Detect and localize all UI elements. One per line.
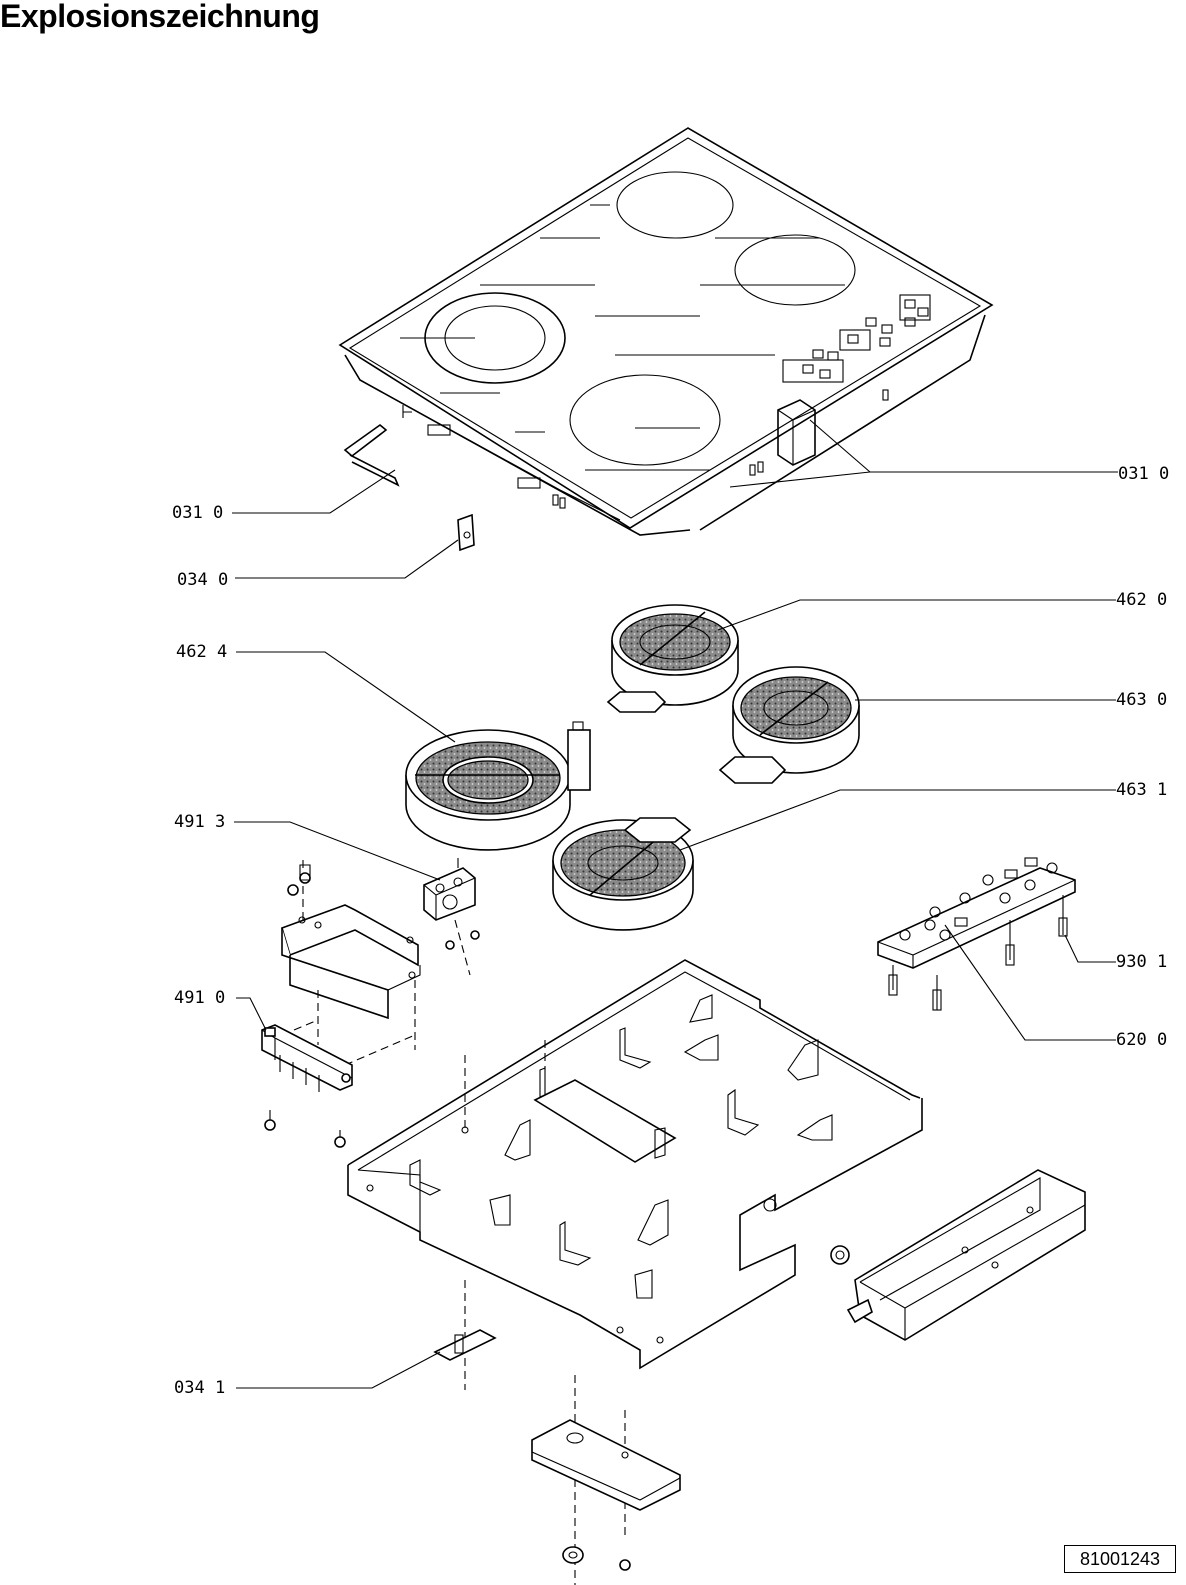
label-terminal-block: 491 0 <box>174 988 226 1008</box>
terminal-holder <box>423 858 480 976</box>
label-glass-top: 031 0 <box>1118 464 1170 484</box>
bracket-clip <box>457 513 475 552</box>
label-heater-463-0: 463 0 <box>1116 690 1168 710</box>
label-bottom-clip: 034 1 <box>174 1378 226 1398</box>
label-spacer-pins: 930 1 <box>1116 952 1168 972</box>
mounting-bracket <box>269 860 421 1066</box>
radiant-heater-462-0 <box>606 604 739 713</box>
foot-plate <box>531 1375 681 1585</box>
label-gasket-strip: 031 0 <box>172 503 224 523</box>
gasket-strip <box>343 423 400 487</box>
control-board <box>877 857 1076 1011</box>
leader-lines <box>232 419 1118 1389</box>
bottom-housing <box>347 959 923 1370</box>
label-control-board: 620 0 <box>1116 1030 1168 1050</box>
terminal-block <box>261 1024 353 1148</box>
label-terminal-holder: 491 3 <box>174 812 226 832</box>
label-heater-462-4: 462 4 <box>176 642 228 662</box>
bottom-clip <box>433 1280 497 1390</box>
document-number: 81001243 <box>1064 1545 1176 1573</box>
radiant-heater-462-4 <box>405 721 591 851</box>
radiant-heater-463-0 <box>718 666 860 784</box>
label-heater-462-0: 462 0 <box>1116 590 1168 610</box>
label-bracket-clip: 034 0 <box>177 570 229 590</box>
page-title: Explosionszeichnung <box>0 0 320 34</box>
glass-ceramic-top <box>338 127 994 536</box>
label-heater-463-1: 463 1 <box>1116 780 1168 800</box>
radiant-heater-463-1 <box>552 817 694 931</box>
side-channel <box>830 1169 1086 1341</box>
